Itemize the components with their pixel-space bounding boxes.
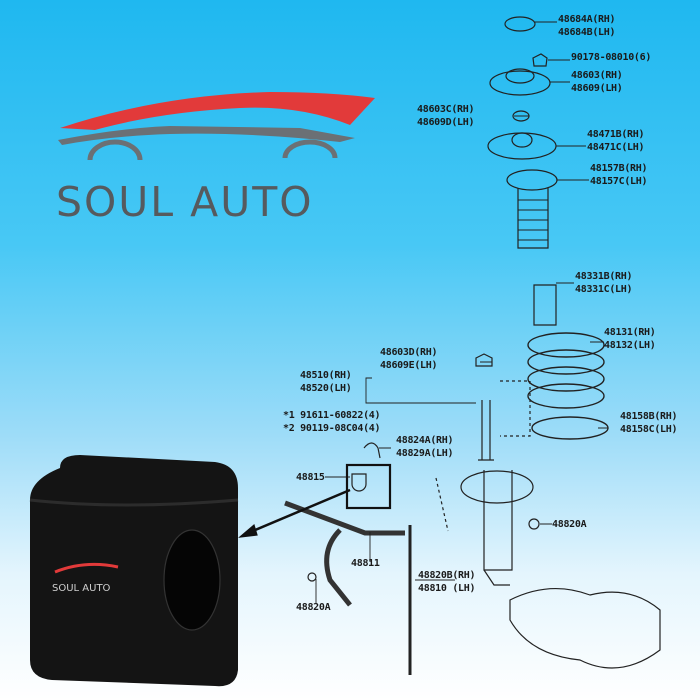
part-number: 48510(RH): [300, 370, 352, 381]
part-number: 48331B(RH): [575, 271, 633, 282]
part-label-48820B: 48820B(RH)48810 (LH): [418, 570, 476, 595]
part-label-48131: 48131(RH)48132(LH): [604, 327, 656, 352]
part-label-48820A-l: 48820A: [296, 602, 331, 615]
part-label-48603D: 48603D(RH)48609E(LH): [380, 347, 438, 372]
part-label-48471: 48471B(RH)48471C(LH): [587, 129, 645, 154]
part-number: 48157C(LH): [590, 175, 648, 187]
part-number: 48157B(RH): [590, 163, 648, 174]
part-number: 48684B(LH): [558, 26, 616, 38]
logo-car: [58, 92, 375, 161]
part-number: 48815: [296, 472, 325, 483]
part-number: 48811: [351, 558, 380, 569]
part-number: 48820B(RH): [418, 570, 476, 581]
part-number: 48684A(RH): [558, 14, 616, 25]
part-label-bolts: *1 91611-60822(4)*2 90119-08C04(4): [283, 410, 381, 435]
part-number: 48603C(RH): [417, 104, 475, 115]
part-number: 48331C(LH): [575, 283, 633, 295]
part-label-48811: 48811: [351, 558, 380, 571]
part-number: 48820A: [552, 519, 587, 530]
part-number: 48609(LH): [571, 82, 623, 94]
part-label-48510: 48510(RH)48520(LH): [300, 370, 352, 395]
part-number: 48520(LH): [300, 382, 352, 394]
part-number: 48471C(LH): [587, 141, 645, 153]
part-label-48684: 48684A(RH)48684B(LH): [558, 14, 616, 39]
part-label-90178: 90178-08010(6): [571, 52, 651, 65]
part-number: 48471B(RH): [587, 129, 645, 140]
part-number: 48820A: [296, 602, 331, 613]
part-label-48157: 48157B(RH)48157C(LH): [590, 163, 648, 188]
part-label-48603C: 48603C(RH)48609D(LH): [417, 104, 475, 129]
part-label-48824: 48824A(RH)48829A(LH): [396, 435, 454, 460]
part-label-48158: 48158B(RH)48158C(LH): [620, 411, 678, 436]
part-number: 48824A(RH): [396, 435, 454, 446]
part-number: 48158C(LH): [620, 423, 678, 435]
part-number: 48131(RH): [604, 327, 656, 338]
part-label-48331: 48331B(RH)48331C(LH): [575, 271, 633, 296]
part-number: 48810 (LH): [418, 582, 476, 594]
part-number: *1 91611-60822(4): [283, 410, 381, 421]
bushing-logo-text: SOUL AUTO: [52, 583, 111, 594]
part-number: 48158B(RH): [620, 411, 678, 422]
part-label-48815: 48815: [296, 472, 325, 485]
part-number: 48829A(LH): [396, 447, 454, 459]
part-number: 48603D(RH): [380, 347, 438, 358]
part-number: 48603(RH): [571, 70, 623, 81]
brand-logo-text: SOUL AUTO: [56, 178, 314, 226]
part-number: 48609E(LH): [380, 359, 438, 371]
arrow-head: [238, 523, 258, 538]
part-label-48820A-r: 48820A: [552, 519, 587, 532]
highlight-box: [345, 463, 392, 510]
part-number: 48609D(LH): [417, 116, 475, 128]
stabilizer-bushing-photo: [29, 455, 239, 687]
part-label-48603: 48603(RH)48609(LH): [571, 70, 623, 95]
part-number: *2 90119-08C04(4): [283, 422, 381, 434]
part-number: 48132(LH): [604, 339, 656, 351]
part-number: 90178-08010(6): [571, 52, 652, 63]
